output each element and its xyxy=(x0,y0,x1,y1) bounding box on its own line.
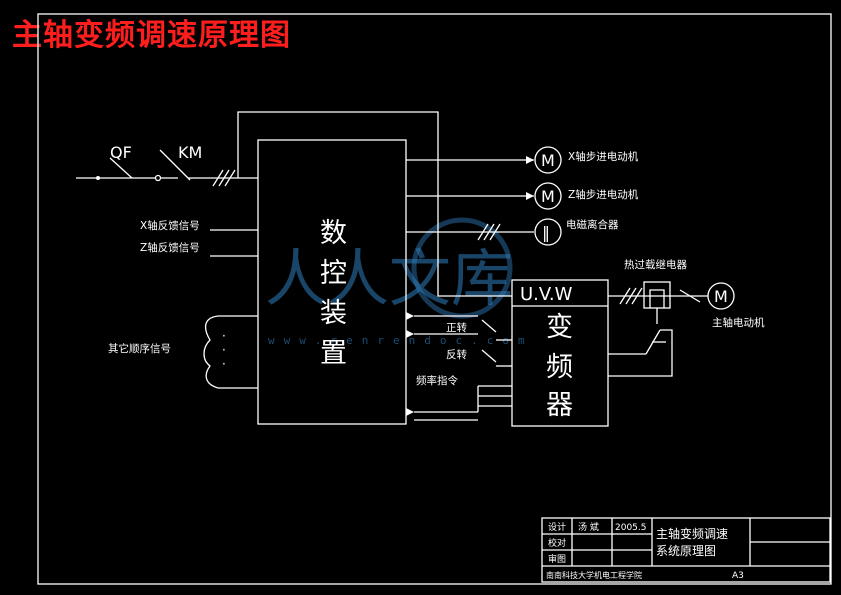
inverter-label-1: 变 xyxy=(546,312,573,343)
qf-label: QF xyxy=(110,143,132,162)
svg-text:·: · xyxy=(222,357,226,371)
watermark: 人人文库 www.renrendoc.com xyxy=(265,217,534,347)
spindle-motor-icon xyxy=(707,282,735,310)
drawing-title-line2: 系统原理图 xyxy=(656,544,716,558)
cnc-label-2: 控 xyxy=(320,258,347,289)
z-feedback-label: Z轴反馈信号 xyxy=(140,241,200,254)
spindle-motor-label: 主轴电动机 xyxy=(712,316,765,329)
forward-label: 正转 xyxy=(446,321,467,334)
reverse-label: 反转 xyxy=(446,348,467,361)
cnc-label-4: 置 xyxy=(320,338,347,369)
drawing-title-line1: 主轴变频调速 xyxy=(656,526,728,541)
z-motor-label: Z轴步进电动机 xyxy=(568,188,639,201)
supply-loop-line xyxy=(237,111,512,297)
km-label: KM xyxy=(178,143,202,162)
cnc-label-3: 装 xyxy=(320,298,347,329)
thermal-relay-icon xyxy=(643,281,671,309)
inverter-box xyxy=(511,279,609,427)
control-signals: 正转 反转 频率指令 xyxy=(406,312,512,421)
x-motor-icon xyxy=(534,146,562,174)
cnc-unit-box xyxy=(257,139,407,425)
designer-name: 汤 斌 xyxy=(578,521,599,533)
design-date: 2005.5 xyxy=(615,523,647,533)
design-label: 设计 xyxy=(548,521,566,533)
uvw-label: U.V.W xyxy=(520,284,573,305)
title-block: 设计 汤 斌 2005.5 校对 审图 主轴变频调速 系统原理图 南南科技大学机… xyxy=(541,517,831,583)
watermark-chars: 人人文库 xyxy=(265,242,513,315)
signal-brace xyxy=(203,315,219,389)
power-supply: QF KM xyxy=(76,143,258,187)
clutch-icon xyxy=(534,218,562,246)
scale-label: A3 xyxy=(732,571,744,581)
relay-return-line xyxy=(608,329,673,377)
other-signals-label: 其它顺序信号 xyxy=(108,342,171,355)
x-motor-label: X轴步进电动机 xyxy=(568,150,639,163)
svg-text:·: · xyxy=(222,343,226,357)
x-feedback-label: X轴反馈信号 xyxy=(140,219,200,232)
inverter-label-2: 频 xyxy=(546,352,573,383)
watermark-url: www.renrendoc.com xyxy=(268,334,534,347)
cnc-label-1: 数 xyxy=(320,218,347,249)
clutch-label: 电磁离合器 xyxy=(566,218,619,231)
svg-text:·: · xyxy=(222,329,226,343)
z-motor-icon xyxy=(534,182,562,210)
thermal-relay-label: 热过载继电器 xyxy=(624,258,687,271)
drawing-frame xyxy=(37,13,832,585)
z-motor-symbol: M xyxy=(541,187,555,206)
x-motor-symbol: M xyxy=(541,151,555,170)
spindle-motor-symbol: M xyxy=(714,287,728,306)
clutch-symbol: ‖ xyxy=(542,223,550,242)
review-label: 审图 xyxy=(548,553,566,565)
inverter-label-3: 器 xyxy=(546,390,573,421)
school-name: 南南科技大学机电工程学院 xyxy=(546,570,642,580)
check-label: 校对 xyxy=(548,537,566,549)
contact-icon xyxy=(154,174,162,182)
freq-cmd-label: 频率指令 xyxy=(416,374,458,387)
page-title: 主轴变频调速原理图 xyxy=(12,18,291,53)
